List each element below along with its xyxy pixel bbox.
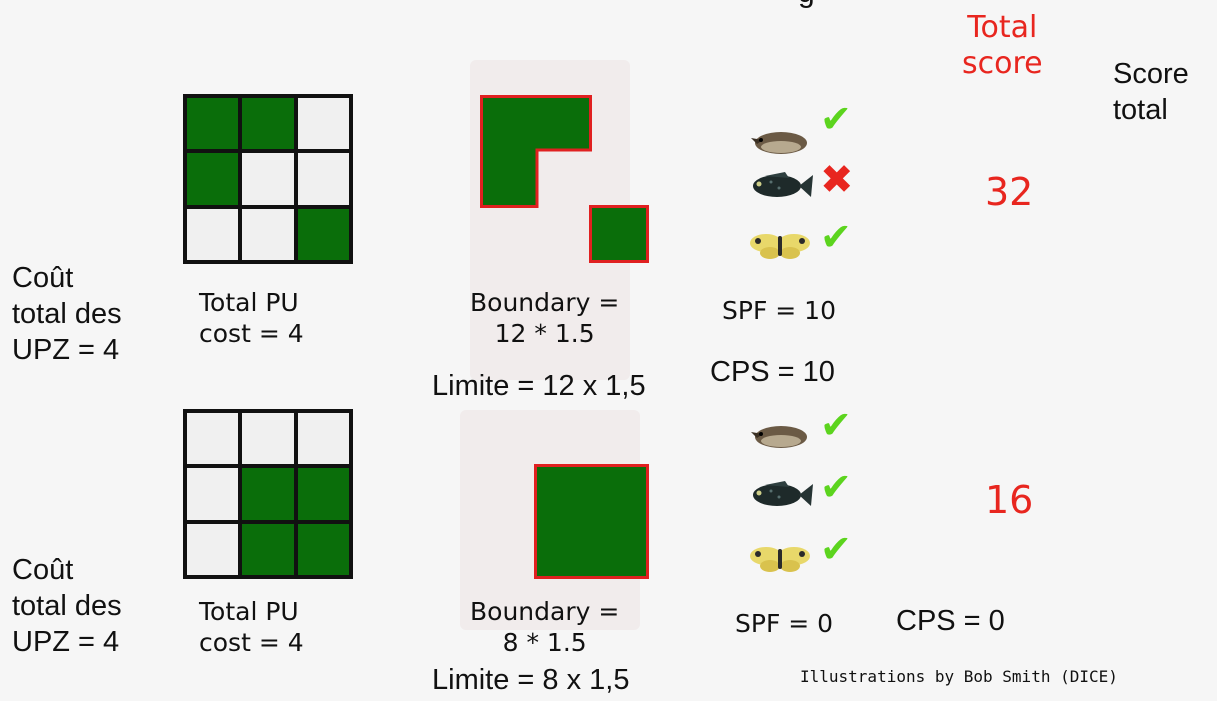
unselected-planning-unit (187, 209, 238, 260)
cost-label-en-line: cost = 4 (199, 627, 304, 658)
unselected-planning-unit (242, 209, 293, 260)
total-score-header-line1: Total (962, 10, 1043, 46)
cost-label-fr-line: total des (12, 588, 122, 624)
boundary-label-fr-2: Limite = 8 x 1,5 (432, 662, 629, 698)
svg-text:g: g (798, 0, 815, 9)
title-fragment: g (790, 0, 850, 14)
cost-label-en-2: Total PU cost = 4 (199, 596, 304, 658)
reserve-zone-square (534, 464, 649, 579)
selected-planning-unit (187, 98, 238, 149)
check-icon: ✔ (820, 530, 852, 568)
selected-planning-unit (298, 209, 349, 260)
score-total-header-line1: Score (1113, 56, 1189, 92)
cost-label-en-line: Total PU (199, 287, 304, 318)
boundary-label-en-line: 12 * 1.5 (470, 318, 619, 349)
boundary-label-en-line: Boundary = (470, 596, 619, 627)
illustration-credit: Illustrations by Bob Smith (DICE) (800, 667, 1118, 687)
spf-label-fr-2: CPS = 0 (896, 603, 1005, 639)
cost-label-fr-line: Coût (12, 552, 122, 588)
fish-icon (745, 479, 813, 515)
unselected-planning-unit (242, 153, 293, 204)
selected-planning-unit (242, 468, 293, 519)
check-icon: ✔ (820, 218, 852, 256)
planning-unit-grid-1 (183, 94, 353, 264)
selected-planning-unit (298, 468, 349, 519)
boundary-label-en-1: Boundary = 12 * 1.5 (470, 287, 619, 349)
unselected-planning-unit (242, 413, 293, 464)
spf-label-en-1: SPF = 10 (722, 295, 836, 326)
bird-icon (747, 126, 813, 160)
unselected-planning-unit (187, 524, 238, 575)
unselected-planning-unit (298, 153, 349, 204)
butterfly-icon (748, 545, 812, 577)
selected-planning-unit (187, 153, 238, 204)
cost-label-fr-line: total des (12, 296, 122, 332)
cost-label-fr-line: Coût (12, 260, 122, 296)
selected-planning-unit (242, 524, 293, 575)
boundary-label-en-line: Boundary = (470, 287, 619, 318)
total-score-value-1: 32 (985, 172, 1033, 212)
boundary-label-fr-1: Limite = 12 x 1,5 (432, 368, 646, 404)
cross-icon: ✖ (820, 160, 854, 200)
score-total-header: Score total (1113, 56, 1189, 128)
reserve-zone-square (589, 205, 649, 263)
selected-planning-unit (298, 524, 349, 575)
fish-icon (745, 170, 813, 206)
total-score-header: Total score (962, 10, 1043, 82)
cost-label-en-line: cost = 4 (199, 318, 304, 349)
check-icon: ✔ (820, 468, 852, 506)
cost-label-fr-2: Coût total des UPZ = 4 (12, 552, 122, 660)
selected-planning-unit (242, 98, 293, 149)
total-score-value-2: 16 (985, 480, 1033, 520)
unselected-planning-unit (298, 98, 349, 149)
spf-label-en-2: SPF = 0 (735, 608, 833, 639)
cost-label-en-1: Total PU cost = 4 (199, 287, 304, 349)
cost-label-fr-line: UPZ = 4 (12, 332, 122, 368)
unselected-planning-unit (187, 413, 238, 464)
unselected-planning-unit (298, 413, 349, 464)
cost-label-en-line: Total PU (199, 596, 304, 627)
unselected-planning-unit (187, 468, 238, 519)
cost-label-fr-1: Coût total des UPZ = 4 (12, 260, 122, 368)
check-icon: ✔ (820, 406, 852, 444)
total-score-header-line2: score (962, 46, 1043, 82)
cost-label-fr-line: UPZ = 4 (12, 624, 122, 660)
butterfly-icon (748, 232, 812, 264)
boundary-label-en-line: 8 * 1.5 (470, 627, 619, 658)
planning-unit-grid-2 (183, 409, 353, 579)
bird-icon (747, 420, 813, 454)
reserve-zone-l-shape (480, 95, 592, 208)
boundary-label-en-2: Boundary = 8 * 1.5 (470, 596, 619, 658)
score-total-header-line2: total (1113, 92, 1189, 128)
spf-label-fr-1: CPS = 10 (710, 354, 835, 390)
check-icon: ✔ (820, 100, 852, 138)
